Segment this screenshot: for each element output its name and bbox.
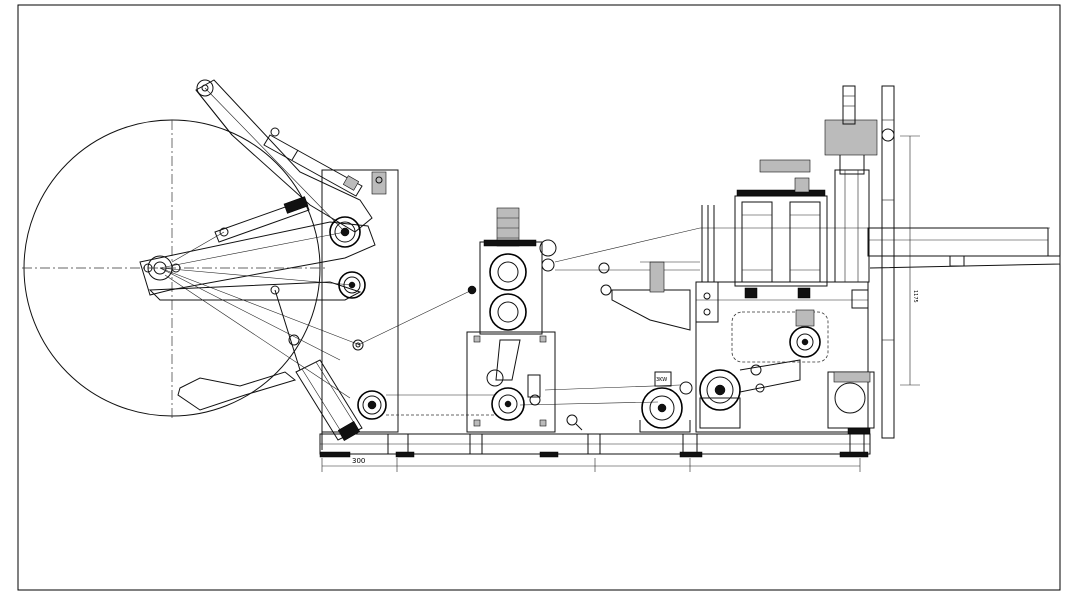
idler-roller-2	[338, 271, 366, 299]
unwind-roll	[22, 119, 325, 418]
motor-left-label: 3KW	[656, 377, 667, 383]
upper-swing-arm	[195, 79, 373, 233]
dimension-width-label: 300	[352, 457, 365, 465]
motor-left: 3KW	[639, 371, 693, 433]
middle-cylinder	[171, 196, 310, 263]
lower-cylinder	[270, 285, 363, 442]
idler-roller-3	[352, 339, 364, 351]
main-swing-arm	[139, 221, 376, 399]
center-module	[466, 207, 557, 433]
height-dimension: 1175	[900, 135, 920, 386]
winding-unit	[731, 309, 829, 363]
drawing-border	[17, 4, 1061, 591]
output-conveyor	[867, 227, 1061, 269]
idler-roller-1	[329, 216, 361, 248]
vertical-post	[824, 85, 895, 439]
slitter-assembly	[701, 159, 828, 299]
idler-roller-4	[357, 390, 387, 420]
unwind-frame	[321, 169, 399, 450]
base-frame	[319, 433, 871, 458]
dimension-height-label: 1175	[912, 290, 918, 303]
lower-hook-arm	[177, 371, 297, 411]
upper-cylinder	[263, 127, 363, 197]
feeder-arm	[598, 261, 700, 331]
right-drive	[827, 371, 875, 435]
motor-right	[699, 359, 801, 429]
base-dimensions: 300	[321, 457, 861, 472]
right-module-frame	[695, 281, 869, 433]
magnifier-icon	[566, 414, 583, 431]
